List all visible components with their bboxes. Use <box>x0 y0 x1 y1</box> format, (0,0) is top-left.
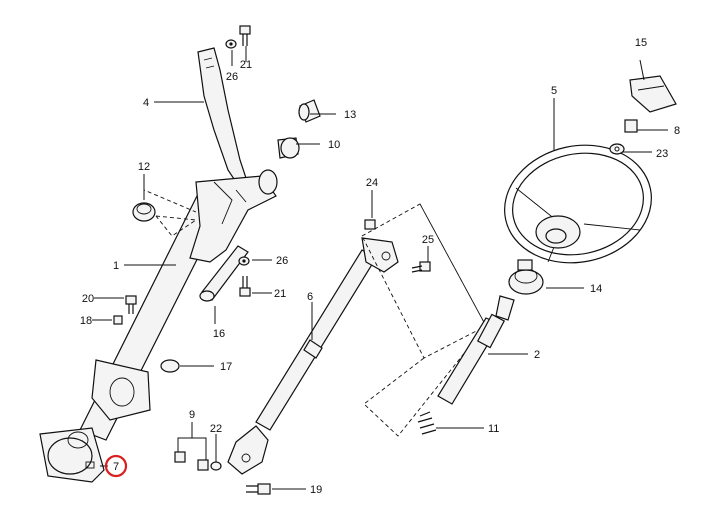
callout-11: 11 <box>488 423 499 435</box>
part-16-lever <box>199 245 249 302</box>
washer-23 <box>609 143 625 155</box>
callout-16: 16 <box>213 328 225 340</box>
part-13-bushing <box>298 99 321 123</box>
part-5-steering-wheel <box>504 144 652 264</box>
nut-17 <box>113 315 123 325</box>
callout-14: 14 <box>590 283 602 295</box>
part-14-hub <box>508 259 544 295</box>
callout-1: 1 <box>113 260 119 272</box>
callout-19: 19 <box>310 484 322 496</box>
callout-4: 4 <box>143 97 149 109</box>
callout-12: 12 <box>138 161 150 173</box>
callout-24: 24 <box>366 177 378 189</box>
nut-24 <box>364 219 376 230</box>
callout-8: 8 <box>674 125 680 137</box>
callout-labels: 21 26 4 5 15 13 10 8 23 12 1 24 25 26 21… <box>80 37 680 496</box>
leader-lines <box>92 46 668 490</box>
washer-26-mid <box>238 256 250 266</box>
callout-21-top: 21 <box>240 59 252 71</box>
nut-8 <box>624 119 638 133</box>
callout-25: 25 <box>422 234 434 246</box>
part-12-cap <box>132 202 156 222</box>
callout-7-highlight-ring[interactable] <box>104 454 128 478</box>
part-11-spring <box>417 411 437 435</box>
bolt-25 <box>411 261 431 273</box>
callout-5: 5 <box>551 85 557 97</box>
part-18-plug <box>160 359 180 373</box>
callout-17: 18 <box>80 315 92 327</box>
part-15-horn-pad <box>629 75 677 113</box>
callout-15: 15 <box>635 37 647 49</box>
washer-26-top <box>225 39 237 49</box>
callout-18: 17 <box>220 361 232 373</box>
callout-10: 10 <box>328 139 340 151</box>
callout-2: 2 <box>534 349 540 361</box>
callout-26-top: 26 <box>226 71 238 83</box>
bolt-21-mid <box>239 276 251 297</box>
bolt-19 <box>246 483 271 495</box>
part-1-column <box>39 169 278 483</box>
callout-7[interactable]: 7 <box>113 461 119 473</box>
callout-6: 6 <box>307 291 313 303</box>
part-6-intermediate-shaft <box>227 237 399 475</box>
bolt-21-top <box>239 25 251 46</box>
nut-9b <box>197 459 209 471</box>
part-4-bracket <box>197 47 247 183</box>
callout-9: 9 <box>189 409 195 421</box>
callout-22: 22 <box>210 423 222 435</box>
callout-21-mid: 21 <box>274 288 286 300</box>
nut-9 <box>174 451 186 463</box>
bolt-20 <box>125 295 137 314</box>
callout-13: 13 <box>344 109 356 121</box>
callout-26-mid: 26 <box>276 255 288 267</box>
callout-20: 20 <box>82 293 94 305</box>
part-2-main-shaft <box>437 295 515 405</box>
callout-23: 23 <box>656 148 668 160</box>
washer-22 <box>210 461 222 471</box>
part-10-bushing <box>277 137 300 159</box>
